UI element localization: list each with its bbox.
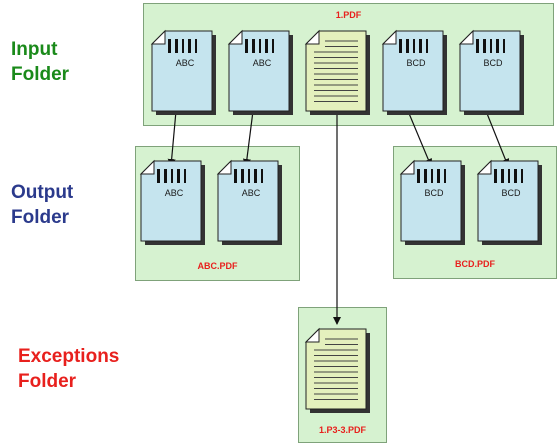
exceptions-label-line-2: Folder [18, 371, 77, 392]
barcode-document-icon-input-0: ABC [150, 29, 216, 115]
barcode-document-icon-output_bcd-0: BCD [399, 159, 465, 245]
documents: ABC ABC BCD BCD ABC ABC BCD BCD [139, 29, 542, 413]
output-label-line-1: Output [11, 182, 74, 203]
document-barcode-label: BCD [483, 58, 503, 68]
flow-arrows [167, 110, 510, 325]
input-pdf-title: 1.PDF [335, 10, 362, 20]
barcode-document-icon-output_abc-0: ABC [139, 159, 205, 245]
flow-arrow-0 [167, 110, 177, 167]
output-bcd-pdf-title: BCD.PDF [455, 259, 495, 269]
barcode-document-icon-input-1: ABC [227, 29, 293, 115]
input-folder-label: Input Folder [11, 37, 69, 87]
text-document-icon-input-2 [304, 29, 370, 115]
document-barcode-label: ABC [165, 188, 184, 198]
exceptions-folder-label: Exceptions Folder [18, 344, 119, 394]
barcode-document-icon-output_abc-1: ABC [216, 159, 282, 245]
barcode-document-icon-output_bcd-1: BCD [476, 159, 542, 245]
input-label-line-1: Input [11, 39, 58, 60]
document-barcode-label: BCD [424, 188, 444, 198]
flow-arrow-4 [485, 110, 510, 167]
barcode-document-icon-input-4: BCD [458, 29, 524, 115]
exceptions-label-line-1: Exceptions [18, 346, 120, 367]
exceptions-pdf-title: 1.P3-3.PDF [318, 425, 367, 435]
output-abc-pdf-title: ABC.PDF [197, 261, 238, 271]
flow-arrow-1 [242, 110, 254, 167]
document-barcode-label: ABC [253, 58, 272, 68]
output-folder-label: Output Folder [11, 180, 73, 230]
document-barcode-label: BCD [501, 188, 521, 198]
document-barcode-label: BCD [406, 58, 426, 68]
document-barcode-label: ABC [242, 188, 261, 198]
flow-arrow-3 [407, 110, 432, 167]
document-barcode-label: ABC [176, 58, 195, 68]
text-document-icon-exceptions-0 [304, 327, 370, 413]
input-label-line-2: Folder [11, 64, 70, 85]
barcode-document-icon-input-3: BCD [381, 29, 447, 115]
output-label-line-2: Folder [11, 207, 70, 228]
